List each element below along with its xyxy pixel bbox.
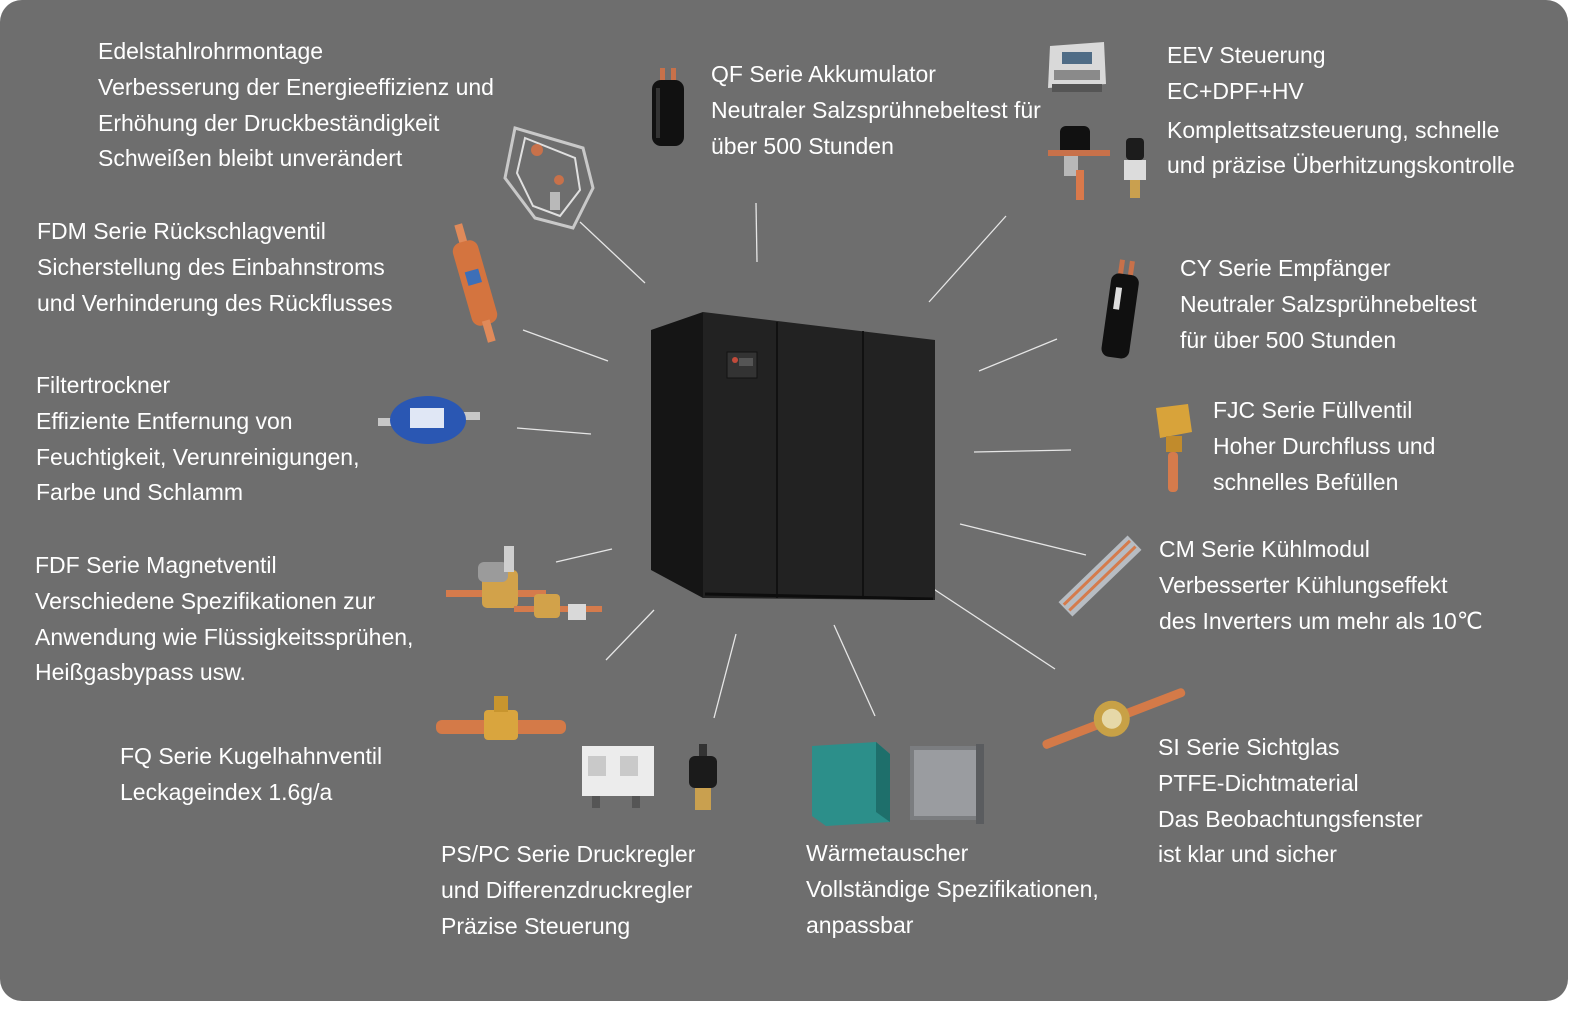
label-line: Das Beobachtungsfenster bbox=[1158, 805, 1423, 832]
label-line: Verbesserter Kühlungseffekt bbox=[1159, 571, 1448, 598]
label-line: FDF Serie Magnetventil bbox=[35, 552, 277, 578]
label-cm: CM Serie Kühlmodul Verbesserter Kühlungs… bbox=[1159, 532, 1483, 639]
label-line: Wärmetauscher bbox=[806, 840, 969, 866]
label-line: FJC Serie Füllventil bbox=[1213, 397, 1413, 423]
pressure-switch-image bbox=[689, 744, 717, 810]
label-line: FDM Serie Rückschlagventil bbox=[37, 218, 326, 244]
connector-fdm bbox=[522, 329, 609, 362]
connector-filter bbox=[516, 427, 592, 435]
label-ps: PS/PC Serie Druckregler und Differenzdru… bbox=[441, 837, 695, 944]
connector-wt bbox=[833, 624, 876, 717]
label-line: schnelles Befüllen bbox=[1213, 468, 1399, 495]
label-line: Leckageindex 1.6g/a bbox=[120, 778, 333, 805]
label-edelstahl: Edelstahlrohrmontage Verbesserung der En… bbox=[98, 34, 494, 177]
label-cy: CY Serie Empfänger Neutraler Salzsprühne… bbox=[1180, 251, 1477, 358]
label-line: Neutraler Salzsprühnebeltest für bbox=[711, 96, 1041, 123]
ball-valve-image bbox=[436, 696, 566, 740]
charging-valve-image bbox=[1156, 404, 1192, 492]
label-line: Erhöhung der Druckbeständigkeit bbox=[98, 109, 440, 136]
label-line: Schweißen bleibt unverändert bbox=[98, 145, 403, 172]
label-line: SI Serie Sichtglas bbox=[1158, 734, 1340, 760]
sight-glass-image bbox=[1042, 688, 1186, 749]
air-conditioner-unit bbox=[651, 312, 935, 600]
receiver-image bbox=[1101, 259, 1139, 359]
label-line: QF Serie Akkumulator bbox=[711, 61, 936, 87]
accumulator-image bbox=[652, 68, 684, 146]
label-qf: QF Serie Akkumulator Neutraler Salzsprüh… bbox=[711, 57, 1041, 164]
label-line: ist klar und sicher bbox=[1158, 841, 1337, 868]
label-line: Komplettsatzsteuerung, schnelle bbox=[1167, 116, 1500, 143]
label-line: PS/PC Serie Druckregler bbox=[441, 841, 696, 867]
label-si: SI Serie Sichtglas PTFE-Dichtmaterial Da… bbox=[1158, 730, 1423, 873]
connector-fdf bbox=[555, 548, 613, 563]
label-line: PTFE-Dichtmaterial bbox=[1158, 769, 1359, 796]
label-line: EEV Steuerung bbox=[1167, 42, 1326, 68]
label-line: Verschiedene Spezifikationen zur bbox=[35, 587, 376, 614]
connector-fjc bbox=[973, 449, 1072, 453]
label-line: EC+DPF+HV bbox=[1167, 77, 1304, 104]
connector-si bbox=[922, 581, 1056, 670]
eev-controller-image bbox=[1048, 42, 1106, 92]
label-line: und präzise Überhitzungskontrolle bbox=[1167, 152, 1515, 179]
connector-cy bbox=[978, 338, 1058, 372]
filter-drier-image bbox=[378, 396, 480, 444]
label-fdf: FDF Serie Magnetventil Verschiedene Spez… bbox=[35, 548, 413, 691]
label-line: Präzise Steuerung bbox=[441, 912, 631, 939]
eev-valve-image bbox=[1048, 126, 1146, 200]
label-line: Effiziente Entfernung von bbox=[36, 407, 293, 434]
label-line: Farbe und Schlamm bbox=[36, 479, 244, 506]
label-line: Vollständige Spezifikationen, bbox=[806, 875, 1099, 902]
label-line: und Differenzdruckregler bbox=[441, 876, 693, 903]
pressure-controller-image bbox=[582, 746, 654, 808]
label-fjc: FJC Serie Füllventil Hoher Durchfluss un… bbox=[1213, 393, 1435, 500]
label-line: über 500 Stunden bbox=[711, 132, 894, 159]
label-line: Hoher Durchfluss und bbox=[1213, 432, 1436, 459]
label-line: Heißgasbypass usw. bbox=[35, 659, 246, 686]
label-line: Sicherstellung des Einbahnstroms bbox=[37, 253, 385, 280]
check-valve-image bbox=[452, 223, 498, 343]
label-line: Anwendung wie Flüssigkeitssprühen, bbox=[35, 623, 414, 650]
label-fq: FQ Serie Kugelhahnventil Leckageindex 1.… bbox=[120, 739, 382, 811]
label-line: Edelstahlrohrmontage bbox=[98, 38, 324, 64]
label-fdm: FDM Serie Rückschlagventil Sicherstellun… bbox=[37, 214, 392, 321]
connector-ps bbox=[713, 633, 737, 719]
label-line: Feuchtigkeit, Verunreinigungen, bbox=[36, 443, 360, 470]
label-line: FQ Serie Kugelhahnventil bbox=[120, 743, 383, 769]
connector-edelstahl bbox=[579, 221, 646, 284]
connector-cm bbox=[959, 523, 1087, 556]
connector-qf bbox=[755, 202, 758, 263]
label-line: für über 500 Stunden bbox=[1180, 326, 1397, 353]
connector-fq bbox=[605, 609, 655, 661]
label-line: Verbesserung der Energieeffizienz und bbox=[98, 73, 494, 100]
label-line: und Verhinderung des Rückflusses bbox=[37, 289, 393, 316]
label-line: des Inverters um mehr als 10℃ bbox=[1159, 607, 1483, 634]
heat-exchanger-image bbox=[812, 742, 984, 826]
label-line: anpassbar bbox=[806, 911, 914, 938]
label-line: CM Serie Kühlmodul bbox=[1159, 536, 1370, 562]
label-wt: Wärmetauscher Vollständige Spezifikation… bbox=[806, 836, 1099, 943]
label-line: Filtertrockner bbox=[36, 372, 171, 398]
cooling-module-image bbox=[1058, 535, 1142, 617]
label-line: Neutraler Salzsprühnebeltest bbox=[1180, 290, 1477, 317]
label-line: CY Serie Empfänger bbox=[1180, 255, 1391, 281]
solenoid-valve-image bbox=[446, 546, 602, 620]
label-filter: Filtertrockner Effiziente Entfernung von… bbox=[36, 368, 360, 511]
label-eev: EEV Steuerung EC+DPF+HV Komplettsatzsteu… bbox=[1167, 38, 1515, 184]
connector-eev bbox=[928, 215, 1007, 303]
stainless-tube-assembly-image bbox=[503, 126, 595, 230]
